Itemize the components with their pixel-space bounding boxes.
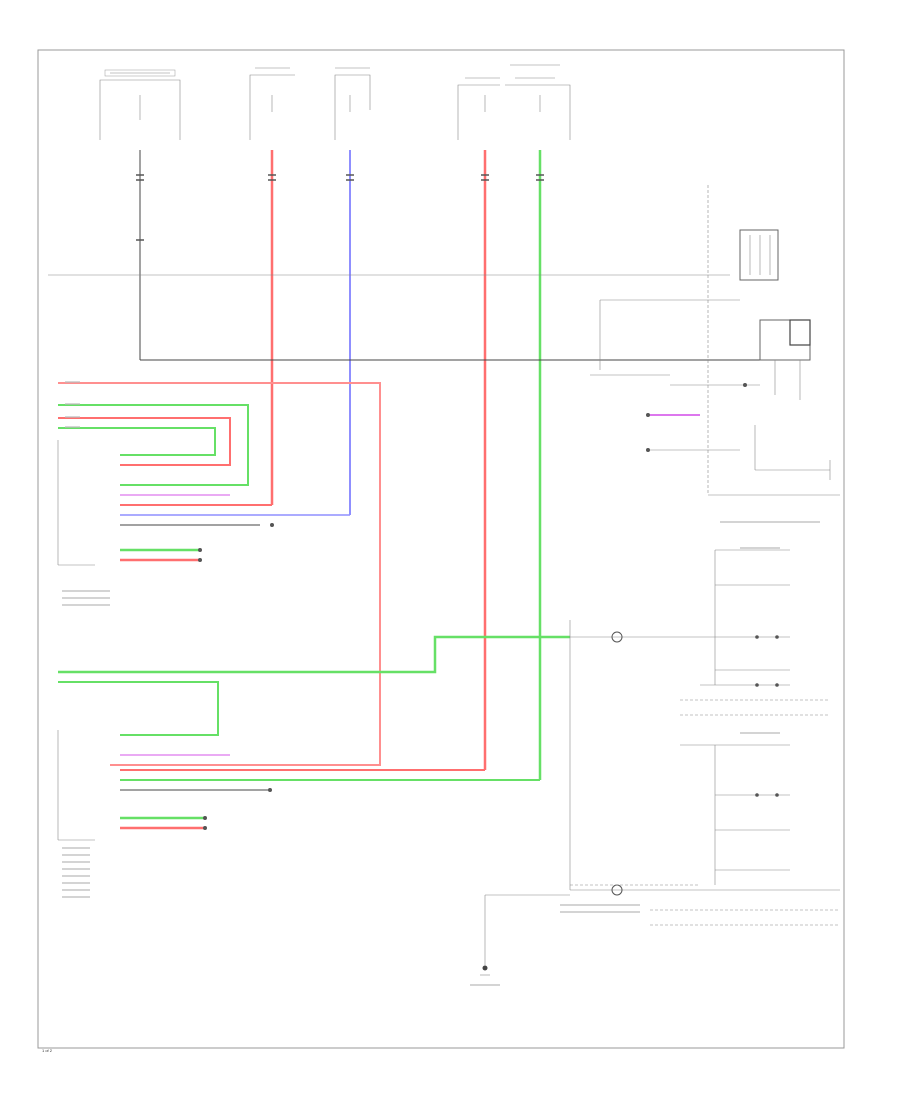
fuse-box-3	[334, 67, 371, 140]
lower-wire-bundle	[120, 754, 540, 830]
right-front-door-module	[57, 730, 272, 841]
diagram-frame	[37, 49, 845, 1049]
fuse-box-4	[457, 77, 500, 140]
upper-wire-bundle	[58, 382, 381, 766]
middle-green-wires	[58, 635, 570, 736]
fuse-box-5	[505, 64, 571, 140]
page-id: 1 of 2	[42, 1048, 53, 1053]
fuse-box-1	[99, 69, 181, 140]
label-marks	[62, 381, 820, 986]
ground-symbol	[480, 894, 570, 976]
feed-connectors	[136, 174, 544, 241]
fuse-box-2	[249, 67, 295, 140]
right-top-module	[590, 185, 840, 496]
right-switch-column	[569, 549, 840, 926]
fuse-symbols	[139, 95, 541, 120]
left-front-door-module	[57, 440, 274, 566]
